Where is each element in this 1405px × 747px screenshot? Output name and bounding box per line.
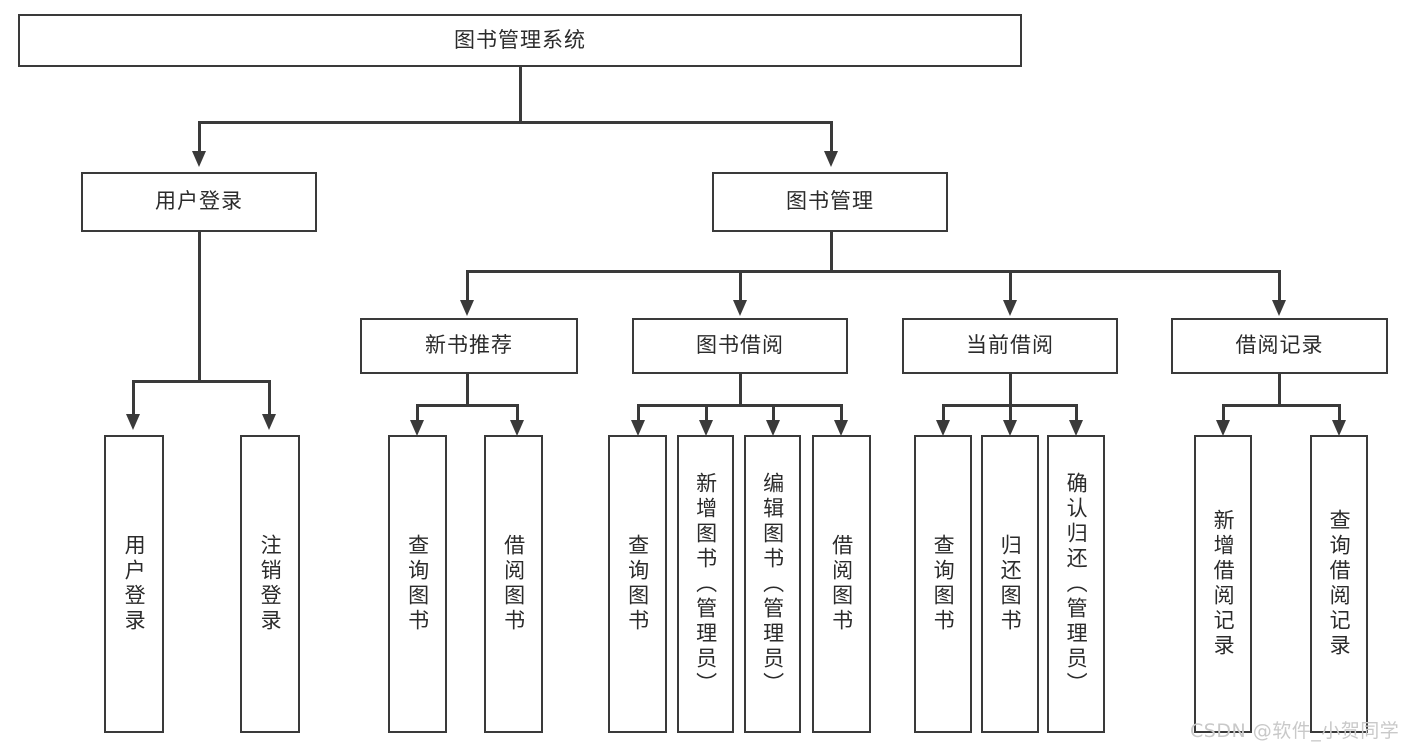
leaf-return-book[interactable]: 归还图书 [981, 435, 1039, 733]
connector-to-borrow-record [1278, 270, 1281, 302]
node-label: 图书借阅 [696, 333, 784, 358]
leaf-query-book-cb[interactable]: 查询图书 [914, 435, 972, 733]
connector-to-book-borrow [739, 270, 742, 302]
arrow-br-to-leaf-1 [1216, 420, 1230, 436]
node-label: 新书推荐 [425, 333, 513, 358]
arrow-cb-to-leaf-3 [1069, 420, 1083, 436]
arrow-to-current-borrow [1003, 300, 1017, 316]
arrow-to-borrow-record [1272, 300, 1286, 316]
node-label: 归还图书 [998, 534, 1023, 634]
connector-book-borrow-stem [739, 374, 742, 406]
node-new-book-recommend[interactable]: 新书推荐 [360, 318, 578, 374]
leaf-query-borrow-record[interactable]: 查询借阅记录 [1310, 435, 1368, 733]
arrow-root-to-book-management [824, 151, 838, 167]
connector-nbr-to-leaf-1 [416, 404, 419, 424]
arrow-br-to-leaf-2 [1332, 420, 1346, 436]
connector-new-book-recommend-bus [416, 404, 518, 407]
leaf-borrow-book-bb[interactable]: 借阅图书 [812, 435, 871, 733]
connector-to-current-borrow [1009, 270, 1012, 302]
connector-cb-to-leaf-2 [1009, 404, 1012, 424]
arrow-cb-to-leaf-1 [936, 420, 950, 436]
node-label: 查询图书 [405, 534, 430, 634]
node-book-management[interactable]: 图书管理 [712, 172, 948, 232]
leaf-confirm-return-admin[interactable]: 确认归还（管理员） [1047, 435, 1105, 733]
leaf-add-borrow-record[interactable]: 新增借阅记录 [1194, 435, 1252, 733]
node-label: 查询图书 [931, 534, 956, 634]
connector-root-to-book-management [830, 121, 833, 153]
leaf-logout-login[interactable]: 注销登录 [240, 435, 300, 733]
node-borrow-record[interactable]: 借阅记录 [1171, 318, 1388, 374]
node-label: 图书管理系统 [454, 27, 586, 52]
node-label: 借阅记录 [1235, 333, 1324, 358]
node-label: 注销登录 [258, 534, 283, 634]
connector-borrow-record-bus [1222, 404, 1340, 407]
connector-book-borrow-bus [637, 404, 843, 407]
connector-new-book-recommend-stem [466, 374, 469, 406]
connector-user-login-bus [132, 380, 270, 383]
arrow-bb-to-leaf-4 [834, 420, 848, 436]
connector-book-management-stem [830, 232, 833, 272]
node-label: 查询借阅记录 [1327, 509, 1352, 659]
connector-root-stem [519, 67, 522, 122]
leaf-add-book-admin[interactable]: 新增图书（管理员） [677, 435, 734, 733]
node-label: 图书管理 [786, 189, 874, 214]
connector-book-management-bus [466, 270, 1280, 273]
arrow-bb-to-leaf-1 [631, 420, 645, 436]
connector-user-login-stem [198, 232, 201, 382]
arrow-user-login-to-leaf-2 [262, 414, 276, 430]
arrow-root-to-user-login [192, 151, 206, 167]
node-current-borrow[interactable]: 当前借阅 [902, 318, 1118, 374]
node-label: 编辑图书（管理员） [760, 471, 785, 697]
arrow-bb-to-leaf-3 [766, 420, 780, 436]
node-label: 新增图书（管理员） [693, 471, 718, 697]
node-label: 确认归还（管理员） [1064, 471, 1089, 697]
arrow-nbr-to-leaf-1 [410, 420, 424, 436]
node-label: 用户登录 [155, 189, 243, 214]
node-book-management-system[interactable]: 图书管理系统 [18, 14, 1022, 67]
leaf-query-book-nbr[interactable]: 查询图书 [388, 435, 447, 733]
connector-cb-to-leaf-1 [942, 404, 945, 424]
arrow-bb-to-leaf-2 [699, 420, 713, 436]
node-label: 借阅图书 [501, 534, 526, 634]
node-label: 当前借阅 [966, 333, 1054, 358]
node-label: 新增借阅记录 [1211, 509, 1236, 659]
node-label: 查询图书 [625, 534, 650, 634]
leaf-edit-book-admin[interactable]: 编辑图书（管理员） [744, 435, 801, 733]
leaf-user-login[interactable]: 用户登录 [104, 435, 164, 733]
arrow-cb-to-leaf-2 [1003, 420, 1017, 436]
node-label: 用户登录 [122, 534, 147, 634]
connector-root-to-user-login [198, 121, 201, 153]
connector-bb-to-leaf-3 [772, 404, 775, 424]
csdn-watermark: CSDN @软件_小贺同学 [1190, 720, 1400, 742]
connector-user-login-to-leaf-1 [132, 380, 135, 416]
node-user-login[interactable]: 用户登录 [81, 172, 317, 232]
arrow-to-book-borrow [733, 300, 747, 316]
arrow-nbr-to-leaf-2 [510, 420, 524, 436]
connector-bb-to-leaf-1 [637, 404, 640, 424]
connector-nbr-to-leaf-2 [516, 404, 519, 424]
connector-root-bus [198, 121, 832, 124]
leaf-borrow-book-nbr[interactable]: 借阅图书 [484, 435, 543, 733]
connector-br-to-leaf-1 [1222, 404, 1225, 424]
connector-cb-to-leaf-3 [1075, 404, 1078, 424]
node-book-borrow[interactable]: 图书借阅 [632, 318, 848, 374]
connector-br-to-leaf-2 [1338, 404, 1341, 424]
connector-bb-to-leaf-2 [705, 404, 708, 424]
connector-borrow-record-stem [1278, 374, 1281, 406]
connector-bb-to-leaf-4 [840, 404, 843, 424]
arrow-to-new-book-recommend [460, 300, 474, 316]
arrow-user-login-to-leaf-1 [126, 414, 140, 430]
leaf-query-book-bb[interactable]: 查询图书 [608, 435, 667, 733]
node-label: 借阅图书 [829, 534, 854, 634]
connector-current-borrow-stem [1009, 374, 1012, 406]
connector-user-login-to-leaf-2 [268, 380, 271, 416]
connector-to-new-book-recommend [466, 270, 469, 302]
